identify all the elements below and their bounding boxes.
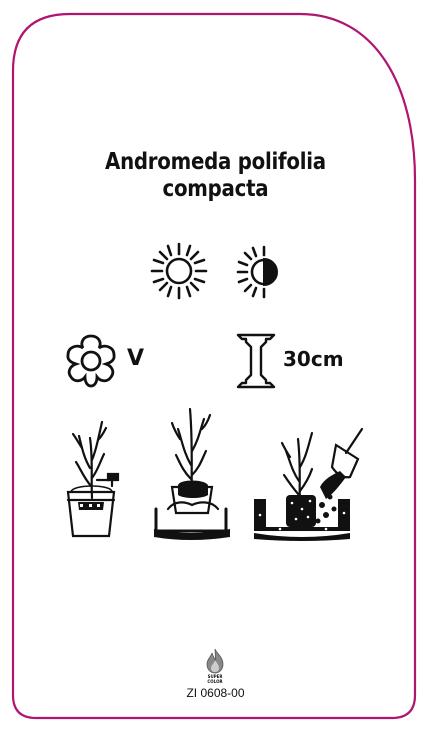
soak-in-bucket-icon [66,420,120,538]
backfill-soil-icon [254,427,364,541]
plant-name-line1: Andromeda polifolia [105,149,326,175]
flower-icon [66,334,116,388]
brand-name-line1: SUPER [207,674,223,679]
plant-name-line2: compacta [162,176,269,202]
place-in-hole-icon [154,407,230,540]
plant-height: 30cm [283,347,344,371]
flowering-month: V [127,346,145,371]
half-shade-icon [236,245,278,299]
full-sun-icon [150,242,208,300]
product-code: ZI 0608-00 [186,686,245,700]
flame-logo-icon [206,648,224,674]
brand-name-line2: COLOR [207,679,223,684]
height-arrow-icon [236,333,276,389]
